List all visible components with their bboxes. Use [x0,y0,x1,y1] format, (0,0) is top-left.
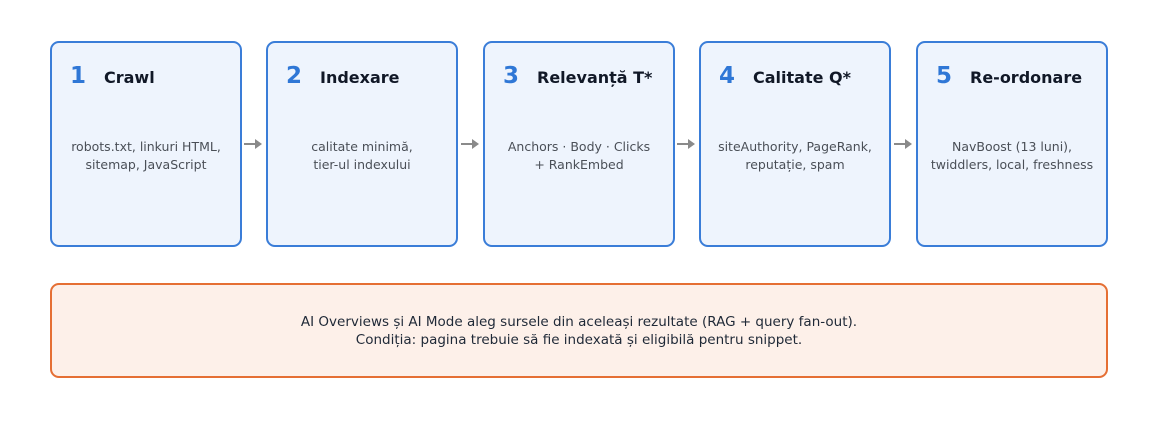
note-text: AI Overviews și AI Mode aleg sursele din… [301,313,857,349]
note-line-1: AI Overviews și AI Mode aleg sursele din… [300,313,858,330]
step-description: NavBoost (13 luni), twiddlers, local, fr… [930,139,1094,172]
step-header: 2 Indexare [286,63,448,89]
step-number: 1 [70,63,87,89]
step-title: Crawl [104,68,155,87]
step-header: 5 Re-ordonare [936,63,1098,89]
arrow-right-icon [894,139,912,149]
step-relevanta: 3 Relevanță T* Anchors · Body · Clicks +… [483,41,675,247]
arrow-right-icon [461,139,479,149]
step-calitate: 4 Calitate Q* siteAuthority, PageRank, r… [699,41,891,247]
step-header: 3 Relevanță T* [503,63,665,89]
step-header: 1 Crawl [70,63,232,89]
step-description: siteAuthority, PageRank, reputație, spam [718,139,872,172]
step-indexare: 2 Indexare calitate minimă, tier-ul inde… [266,41,458,247]
step-number: 3 [503,63,520,89]
step-crawl: 1 Crawl robots.txt, linkuri HTML, sitema… [50,41,242,247]
arrow-right-icon [677,139,695,149]
step-title: Re-ordonare [970,68,1083,87]
step-description: calitate minimă, tier-ul indexului [311,139,413,172]
ai-overviews-note: AI Overviews și AI Mode aleg sursele din… [50,283,1108,378]
step-description: Anchors · Body · Clicks + RankEmbed [507,139,651,172]
note-line-2: Condiția: pagina trebuie să fie indexată… [355,331,803,348]
step-title: Indexare [320,68,400,87]
arrow-right-icon [244,139,262,149]
step-number: 4 [719,63,736,89]
step-description: robots.txt, linkuri HTML, sitemap, JavaS… [71,139,221,172]
step-number: 2 [286,63,303,89]
step-title: Calitate Q* [753,68,851,87]
step-title: Relevanță T* [537,68,653,87]
step-number: 5 [936,63,953,89]
step-reordonare: 5 Re-ordonare NavBoost (13 luni), twiddl… [916,41,1108,247]
step-header: 4 Calitate Q* [719,63,881,89]
